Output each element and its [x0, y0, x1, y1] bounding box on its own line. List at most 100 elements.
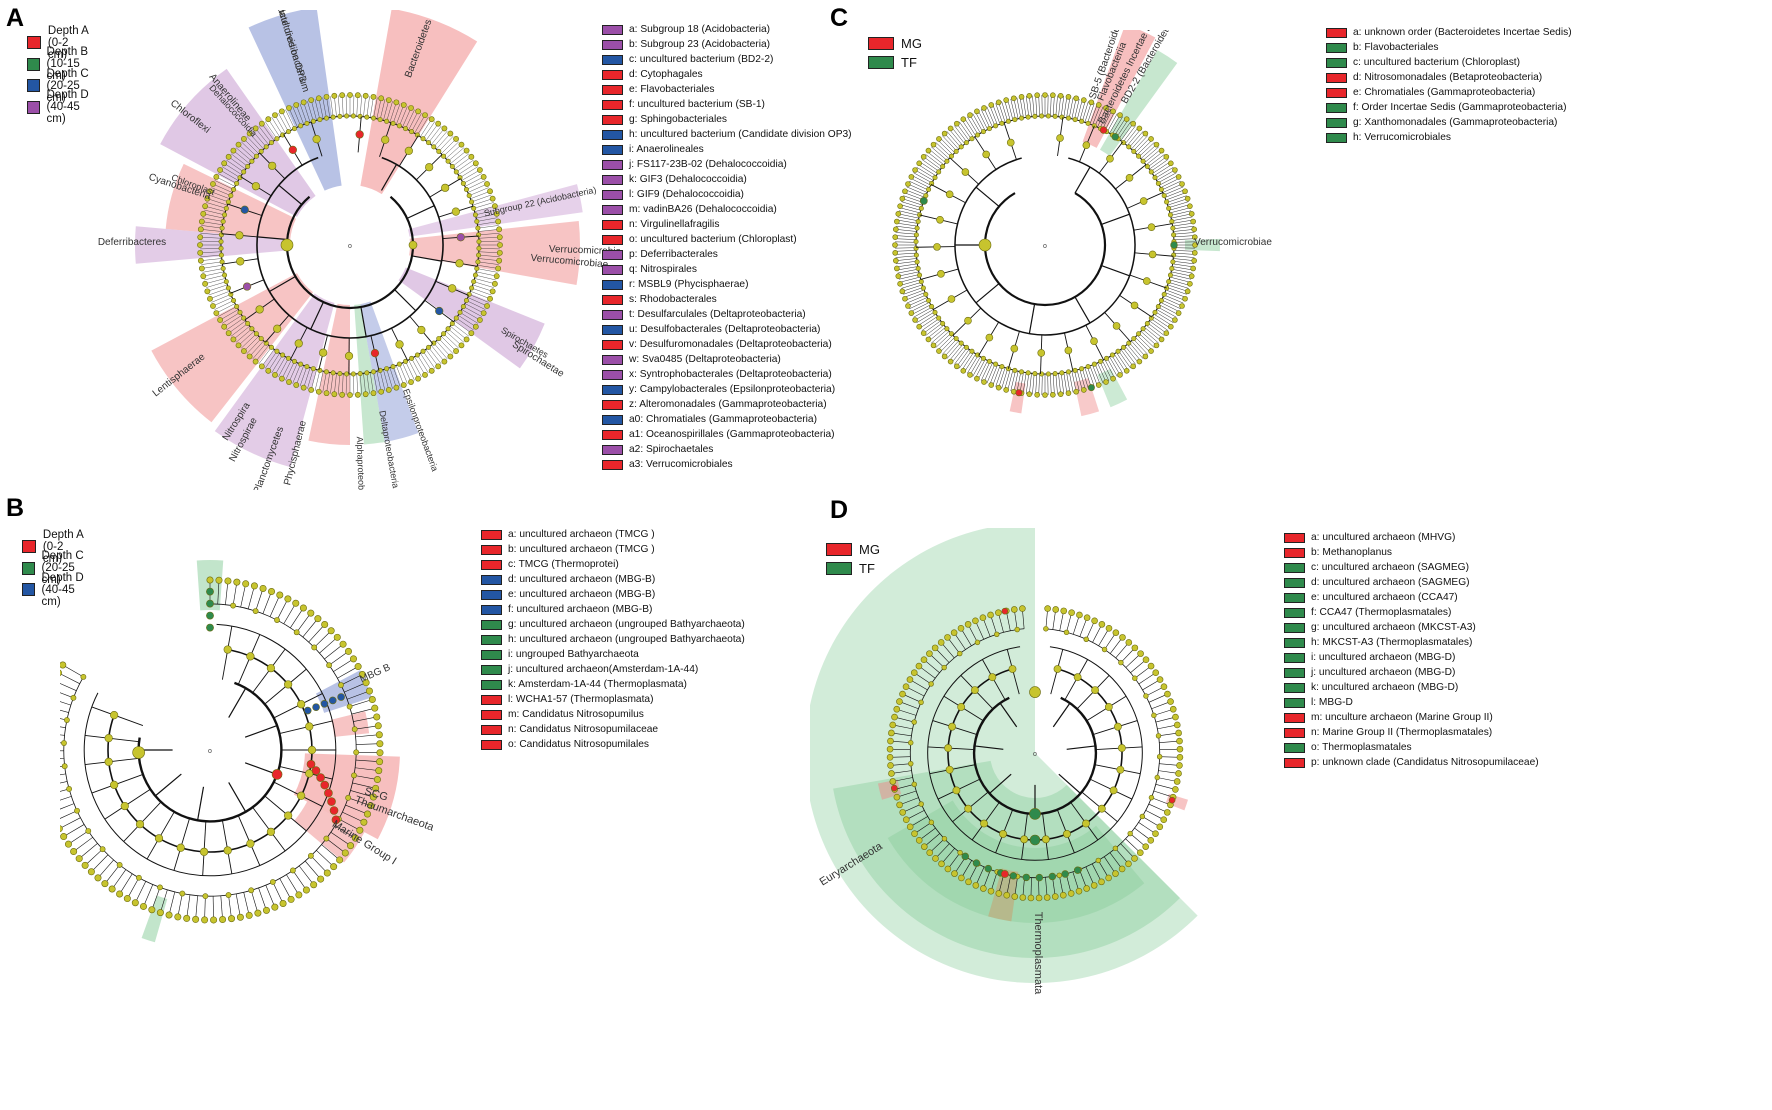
tree-branch [271, 354, 283, 373]
tree-branch [899, 797, 919, 806]
tree-branch [980, 109, 991, 129]
tree-branch [1169, 276, 1191, 283]
leaf-node [258, 363, 265, 370]
leaf-node [201, 916, 209, 924]
leaf-node [941, 130, 948, 137]
tree-node [913, 232, 919, 238]
leaf-node [1188, 211, 1195, 217]
tree-branch [1113, 118, 1126, 137]
tree-node [940, 321, 946, 327]
legend-swatch [481, 529, 502, 540]
leaf-node [286, 379, 292, 385]
depth-legend-row: Depth D (40-45 cm) [22, 572, 86, 608]
tree-branch [1169, 279, 1190, 286]
tree-branch [461, 309, 480, 321]
tree-node [1104, 355, 1110, 361]
leaf-node [930, 342, 937, 349]
leaf-node [916, 323, 922, 330]
tree-branch [60, 817, 81, 829]
tree-branch [235, 147, 253, 162]
leaf-node [393, 384, 400, 391]
leaf-node [920, 656, 928, 664]
tree-branch [298, 865, 314, 885]
tree-branch [204, 896, 206, 920]
tree-branch [1058, 773, 1081, 794]
tree-branch [891, 770, 912, 774]
leaf-node [489, 195, 496, 202]
leaf-node [1191, 257, 1197, 264]
leaf-node [1083, 885, 1090, 892]
leaf-node [1060, 607, 1068, 615]
leaf-node [1112, 870, 1119, 877]
tree-node [199, 847, 209, 856]
leaf-node [908, 310, 915, 316]
tree-node [1025, 370, 1031, 376]
legend-swatch [602, 159, 623, 170]
tree-branch [992, 104, 1001, 125]
tree-node [1015, 389, 1023, 397]
legend-swatch [1326, 102, 1347, 113]
leaf-node [200, 273, 207, 280]
tree-branch [454, 156, 472, 170]
tree-node [304, 120, 310, 126]
tree-branch [441, 138, 457, 154]
leaf-node [217, 167, 223, 173]
tree-branch [1097, 362, 1107, 383]
tree-branch [902, 803, 922, 813]
tree-branch [104, 864, 120, 884]
tree-branch [906, 810, 925, 820]
clade-highlight [398, 267, 545, 369]
leaf-node [1173, 721, 1181, 729]
tree-branch [459, 166, 478, 178]
leaf-node [1044, 605, 1051, 612]
leaf-node [897, 203, 903, 209]
leaf-node [1191, 234, 1198, 240]
tree-branch [1131, 133, 1146, 150]
tree-branch [202, 268, 224, 273]
leaf-node [197, 249, 204, 256]
tree-branch [235, 893, 241, 918]
tree-branch [405, 361, 415, 381]
leaf-node [1167, 698, 1174, 705]
legend-label: MG [901, 36, 922, 51]
tree-branch [244, 725, 278, 738]
leaf-node [886, 753, 894, 761]
legend-swatch [481, 649, 502, 660]
tree-node [222, 212, 228, 218]
tree-branch [265, 885, 276, 908]
tree-node [472, 272, 478, 278]
tree-node [958, 144, 964, 150]
leaf-node [210, 916, 218, 924]
legend-swatch [602, 99, 623, 110]
leaf-node [378, 95, 385, 102]
tree-branch [1101, 264, 1130, 277]
tree-node [1085, 120, 1091, 126]
tree-node [1104, 703, 1113, 711]
tree-node [1000, 870, 1009, 878]
tree-node [944, 326, 950, 332]
leaf-node [373, 713, 381, 721]
tree-node [132, 746, 145, 759]
tree-node [1143, 277, 1151, 285]
tree-branch [60, 788, 70, 792]
legend-swatch [602, 204, 623, 215]
tree-branch [918, 164, 937, 177]
tree-branch [238, 331, 255, 346]
tree-node [475, 259, 481, 265]
leaf-node [197, 234, 204, 241]
tree-branch [1013, 371, 1019, 392]
panel-letter-a: A [6, 4, 25, 32]
legend-swatch [602, 84, 623, 95]
tree-branch [1173, 258, 1195, 261]
tree-branch [1135, 337, 1151, 353]
tree-node [1148, 250, 1157, 259]
tree-node [913, 239, 919, 245]
tree-branch [986, 363, 996, 384]
tree-node [1140, 158, 1146, 164]
leaf-node [1192, 242, 1198, 248]
tree-branch [896, 225, 918, 230]
tree-branch [60, 718, 67, 721]
tree-branch [386, 368, 393, 389]
leaf-node [491, 280, 498, 287]
